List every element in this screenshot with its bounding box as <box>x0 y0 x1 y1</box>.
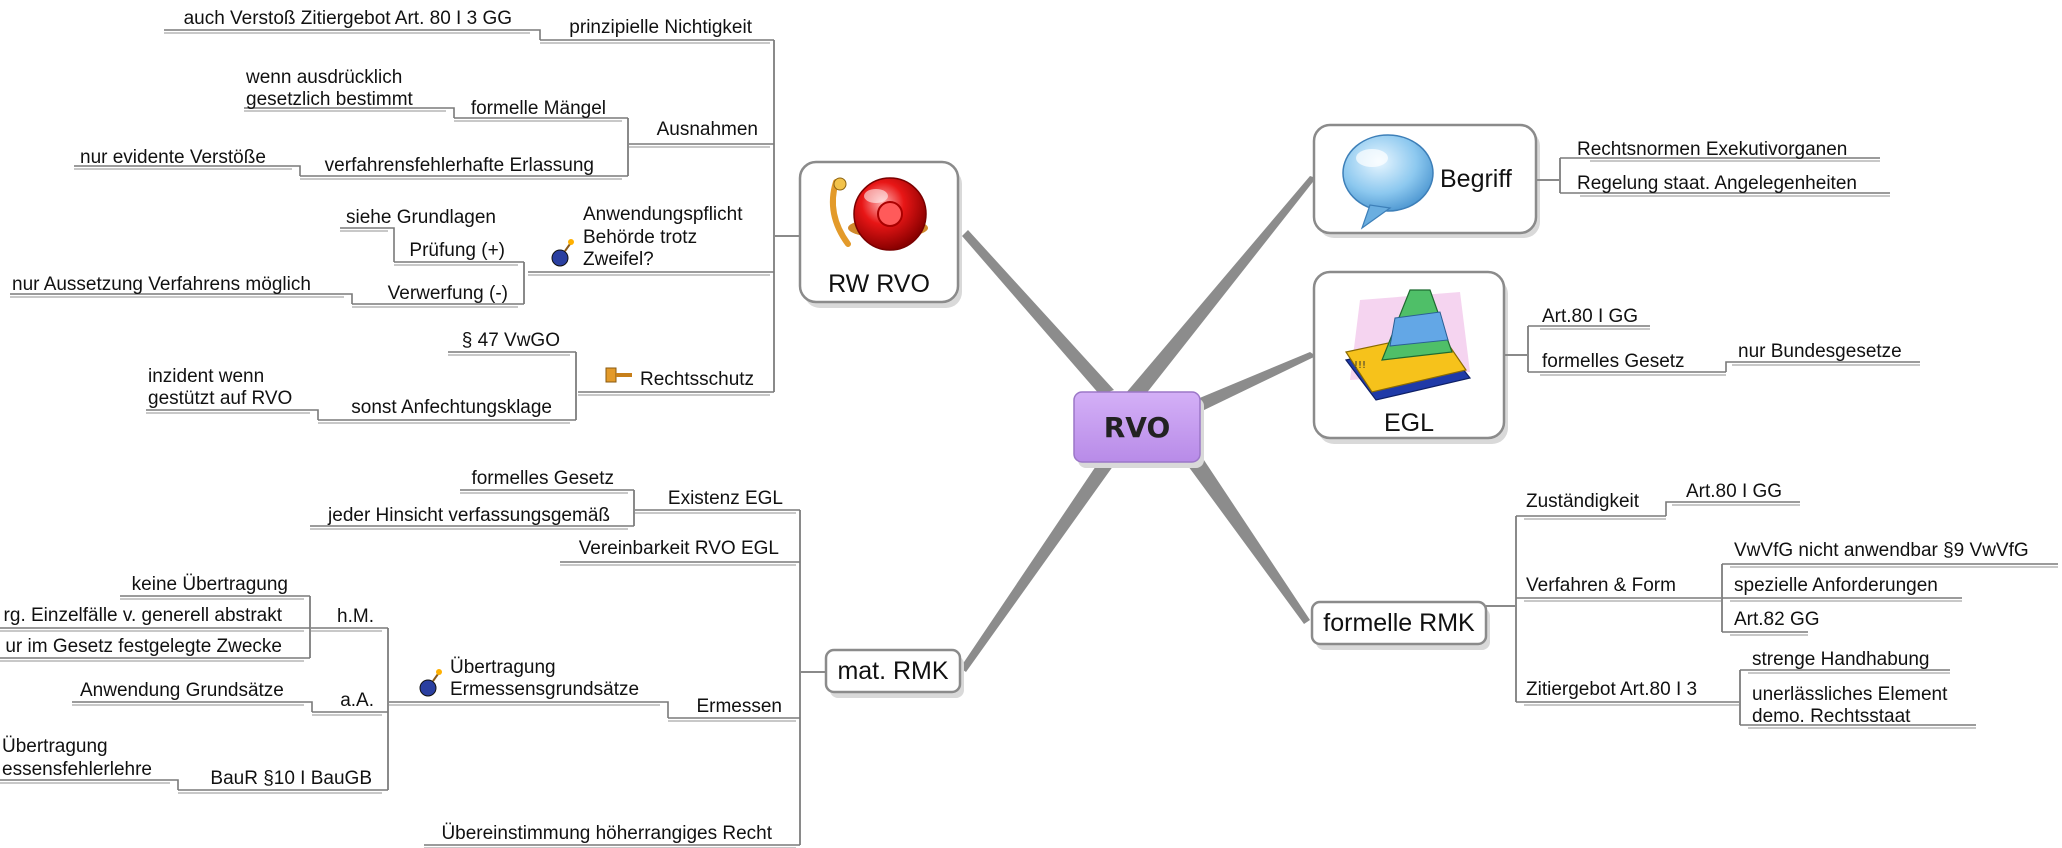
ausnahmen-label[interactable]: Ausnahmen <box>657 119 758 140</box>
formelle-maengel-child-2[interactable]: gesetzlich bestimmt <box>246 89 414 110</box>
formelle-rmk-children: Zuständigkeit Art.80 I GG Verfahren & Fo… <box>1516 481 2058 729</box>
existenz-child-verfassungsgemaess[interactable]: jeder Hinsicht verfassungsgemäß <box>327 505 610 526</box>
svg-text:!!!: !!! <box>1354 360 1366 371</box>
zustaendigkeit-label[interactable]: Zuständigkeit <box>1526 491 1640 512</box>
topic-mat-rmk[interactable]: mat. RMK <box>824 648 964 698</box>
existenz-child-formelles[interactable]: formelles Gesetz <box>471 468 614 489</box>
uebereinstimmung-label[interactable]: Übereinstimmung höherrangiges Recht <box>441 823 772 844</box>
anwendungspflicht-line-1[interactable]: Anwendungspflicht <box>583 204 743 225</box>
topic-begriff[interactable]: Begriff <box>1312 123 1540 238</box>
hm-child-keine[interactable]: keine Übertragung <box>132 574 288 595</box>
begriff-child-2[interactable]: Regelung staat. Angelegenheiten <box>1577 173 1857 194</box>
verfahren-child-anforderungen[interactable]: spezielle Anforderungen <box>1734 575 1938 596</box>
topic-egl-label: EGL <box>1384 409 1434 437</box>
uebertragung-line-2[interactable]: Ermessensgrundsätze <box>450 679 639 700</box>
egl-child-art80[interactable]: Art.80 I GG <box>1542 306 1638 327</box>
zitiergebot-label[interactable]: Zitiergebot Art.80 I 3 <box>1526 679 1697 700</box>
verfahren-child-art82[interactable]: Art.82 GG <box>1734 609 1820 630</box>
main-connectors <box>960 176 1316 672</box>
rechtsschutz-sub-1[interactable]: inzident wenn <box>148 366 264 387</box>
begriff-child-1[interactable]: Rechtsnormen Exekutivorganen <box>1577 139 1847 160</box>
bomb-icon <box>419 669 442 697</box>
rw-rvo-children: prinzipielle Nichtigkeit auch Verstoß Zi… <box>10 8 774 424</box>
baur-child-1[interactable]: Übertragung <box>2 736 108 757</box>
baur-label[interactable]: BauR §10 I BauGB <box>210 768 372 789</box>
verwerfung-label[interactable]: Verwerfung (-) <box>388 283 508 304</box>
hm-child-einzelfaelle[interactable]: rg. Einzelfälle v. generell abstrakt <box>4 605 283 626</box>
topic-rw-rvo-label: RW RVO <box>828 270 930 298</box>
zitiergebot-child-element-2[interactable]: demo. Rechtsstaat <box>1752 706 1911 727</box>
rechtsschutz-child-anfechtung[interactable]: sonst Anfechtungsklage <box>351 397 552 418</box>
alarm-bell-icon <box>829 177 928 251</box>
formelle-maengel-label[interactable]: formelle Mängel <box>471 98 606 119</box>
verwerfung-child-aussetzung[interactable]: nur Aussetzung Verfahrens möglich <box>12 274 311 295</box>
begriff-children: Rechtsnormen Exekutivorganen Regelung st… <box>1560 139 1890 197</box>
prinzipielle-nichtigkeit[interactable]: prinzipielle Nichtigkeit <box>569 17 752 38</box>
zitiergebot-child-strenge[interactable]: strenge Handhabung <box>1752 649 1929 670</box>
ermessen-label[interactable]: Ermessen <box>696 696 782 717</box>
topic-begriff-label: Begriff <box>1440 165 1512 193</box>
rechtsschutz-child-vwgo[interactable]: § 47 VwGO <box>462 330 560 351</box>
existenz-egl-label[interactable]: Existenz EGL <box>668 488 783 509</box>
mat-rmk-children: Existenz EGL formelles Gesetz jeder Hins… <box>0 468 800 848</box>
egl-children: Art.80 I GG formelles Gesetz nur Bundesg… <box>1528 306 1920 376</box>
verfahrensfehlerhafte-erlassung[interactable]: verfahrensfehlerhafte Erlassung <box>325 155 594 176</box>
zustaendigkeit-art80[interactable]: Art.80 I GG <box>1686 481 1782 502</box>
topic-rw-rvo[interactable]: RW RVO <box>798 160 962 308</box>
speech-bubble-icon <box>1342 134 1434 230</box>
central-topic[interactable]: RVO <box>1073 391 1204 468</box>
rechtsschutz-label[interactable]: Rechtsschutz <box>640 369 754 390</box>
aa-child-grundsaetze[interactable]: Anwendung Grundsätze <box>80 680 284 701</box>
verfahren-form-label[interactable]: Verfahren & Form <box>1526 575 1676 596</box>
uebertragung-line-1[interactable]: Übertragung <box>450 657 556 678</box>
pruefung-child-grundlagen[interactable]: siehe Grundlagen <box>346 207 496 228</box>
gavel-icon <box>605 367 632 383</box>
formelle-maengel-child-1[interactable]: wenn ausdrücklich <box>245 67 402 88</box>
verfahren-child-vwvfg[interactable]: VwVfG nicht anwendbar §9 VwVfG <box>1734 540 2029 561</box>
egl-child-formelles-gesetz[interactable]: formelles Gesetz <box>1542 351 1685 372</box>
topic-egl[interactable]: !!! EGL <box>1312 270 1508 444</box>
house-of-cards-book-icon: !!! <box>1344 289 1472 401</box>
baur-child-2[interactable]: essensfehlerlehre <box>2 759 152 780</box>
egl-sub-bundesgesetze[interactable]: nur Bundesgesetze <box>1738 341 1902 362</box>
aa-label[interactable]: a.A. <box>340 690 374 711</box>
bomb-icon <box>551 239 574 267</box>
anwendungspflicht-line-2[interactable]: Behörde trotz <box>583 227 697 248</box>
pruefung-label[interactable]: Prüfung (+) <box>409 240 505 261</box>
topic-formelle-rmk-label: formelle RMK <box>1323 609 1475 637</box>
zitiergebot-child-element-1[interactable]: unerlässliches Element <box>1752 684 1948 705</box>
rechtsschutz-sub-2[interactable]: gestützt auf RVO <box>148 388 292 409</box>
anwendungspflicht-line-3[interactable]: Zweifel? <box>583 249 654 270</box>
topic-formelle-rmk[interactable]: formelle RMK <box>1310 600 1490 650</box>
hm-label[interactable]: h.M. <box>337 606 374 627</box>
prinzipielle-child-zitiergebot[interactable]: auch Verstoß Zitiergebot Art. 80 I 3 GG <box>184 8 512 29</box>
hm-child-zwecke[interactable]: ur im Gesetz festgelegte Zwecke <box>5 636 282 657</box>
topic-mat-rmk-label: mat. RMK <box>837 657 948 685</box>
central-topic-label: RVO <box>1104 411 1171 444</box>
vereinbarkeit-label[interactable]: Vereinbarkeit RVO EGL <box>579 538 779 559</box>
verfahren-child-evident[interactable]: nur evidente Verstöße <box>80 147 266 168</box>
